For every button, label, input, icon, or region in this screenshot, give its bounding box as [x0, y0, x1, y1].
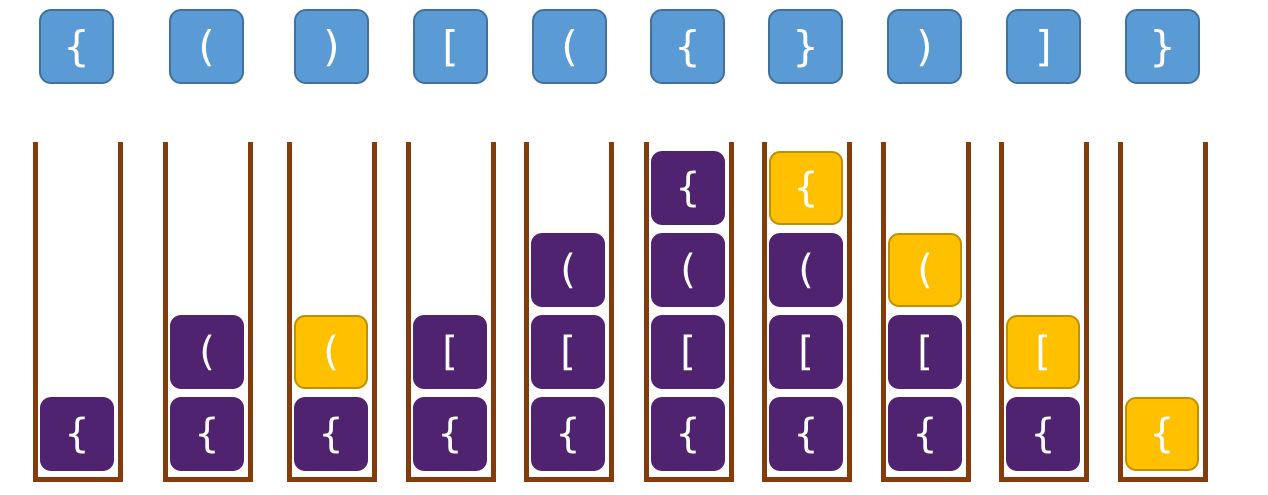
stack-item: (	[170, 315, 244, 389]
input-token-10: }	[1125, 9, 1200, 84]
input-token-4: [	[413, 9, 488, 84]
stack-container-2: {(	[163, 142, 253, 482]
stack-item: {	[769, 397, 843, 471]
stack-container-5: { [ (	[524, 142, 614, 482]
input-token-5: (	[532, 9, 607, 84]
stack-item: {	[888, 397, 962, 471]
input-token-3: )	[294, 9, 369, 84]
stack-container-6: { [ ( {	[644, 142, 734, 482]
input-token-1: {	[39, 9, 114, 84]
stack-item: {	[413, 397, 487, 471]
input-token-8: )	[887, 9, 962, 84]
stack-item: [	[651, 315, 725, 389]
stack-item: (	[769, 233, 843, 307]
stack-item-matched: [	[1006, 315, 1080, 389]
stack-container-3: {(	[287, 142, 377, 482]
stack-item: [	[769, 315, 843, 389]
stack-item: [	[531, 315, 605, 389]
stack-container-1: {	[33, 142, 123, 482]
stack-item: (	[531, 233, 605, 307]
stack-container-7: { [ ( {	[762, 142, 852, 482]
stack-container-9: {[	[999, 142, 1089, 482]
stack-item: {	[531, 397, 605, 471]
stack-item: (	[651, 233, 725, 307]
stack-item: [	[413, 315, 487, 389]
stack-item-matched: {	[769, 151, 843, 225]
stack-container-8: { [ (	[881, 142, 971, 482]
stack-item: {	[651, 151, 725, 225]
stack-item: {	[40, 397, 114, 471]
stack-item-matched: {	[1125, 397, 1199, 471]
stack-item-matched: (	[888, 233, 962, 307]
stack-container-10: {	[1118, 142, 1208, 482]
stack-item: {	[170, 397, 244, 471]
stack-item: {	[651, 397, 725, 471]
input-token-9: ]	[1006, 9, 1081, 84]
input-token-6: {	[650, 9, 725, 84]
stack-item: {	[1006, 397, 1080, 471]
stack-item-matched: (	[294, 315, 368, 389]
stack-container-4: {[	[406, 142, 496, 482]
stack-item: [	[888, 315, 962, 389]
stack-item: {	[294, 397, 368, 471]
input-token-2: (	[169, 9, 244, 84]
input-token-7: }	[768, 9, 843, 84]
